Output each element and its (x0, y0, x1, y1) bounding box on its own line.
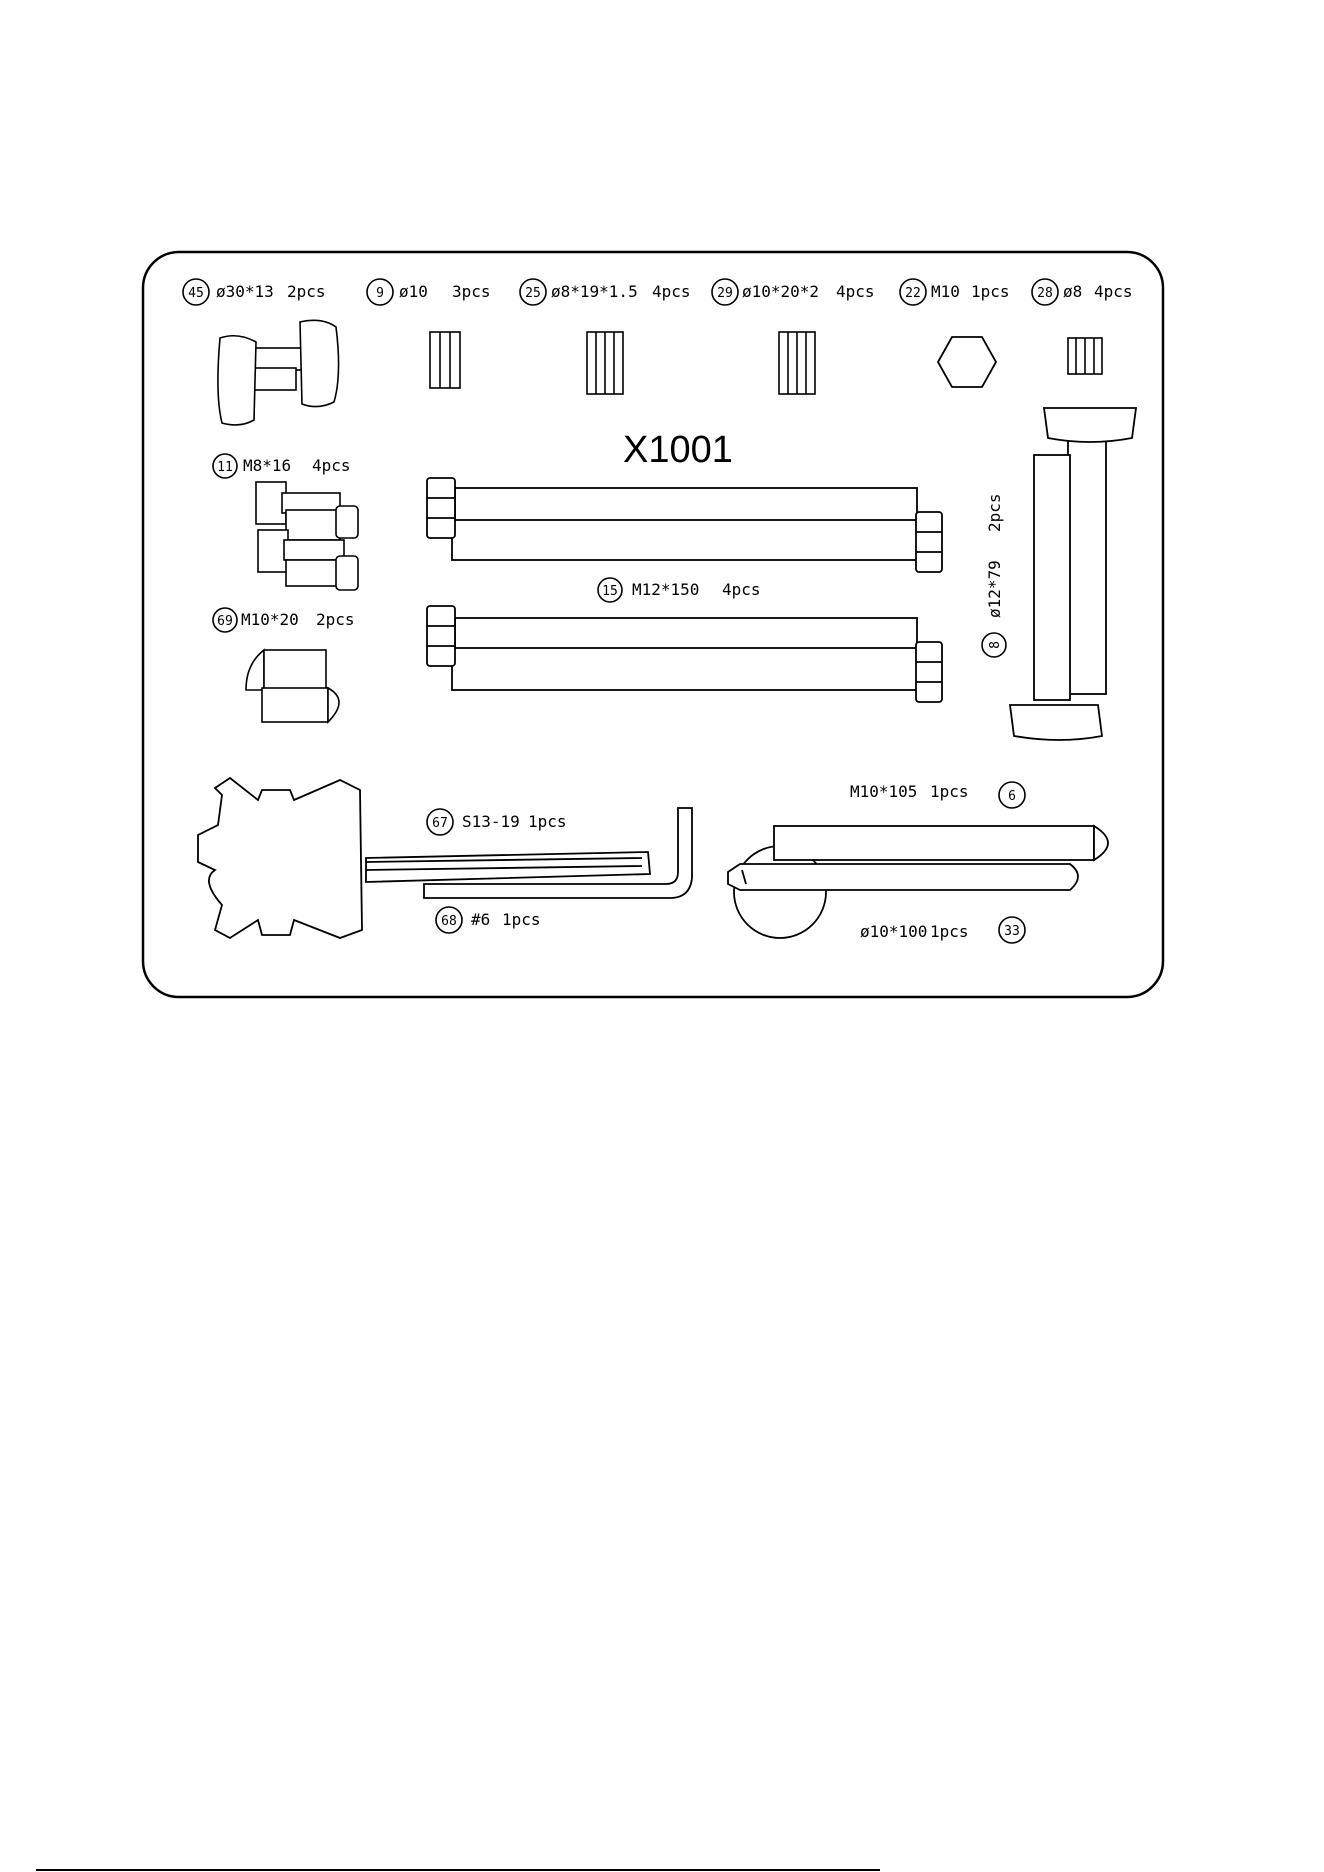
part-qty: 4pcs (836, 282, 875, 301)
part-28-drawing (1068, 338, 1102, 374)
part-qty: 4pcs (1094, 282, 1133, 301)
part-spec: #6 (471, 910, 490, 929)
part-spec: M10 (931, 282, 960, 301)
part-25-drawing (587, 332, 623, 394)
part-9-drawing (430, 332, 460, 388)
part-spec: M10*20 (241, 610, 299, 629)
part-qty: 2pcs (287, 282, 326, 301)
part-number: 45 (188, 286, 204, 301)
part-15b-drawing (427, 606, 942, 702)
part-spec: M8*16 (243, 456, 291, 475)
part-spec: ø8*19*1.5 (551, 282, 638, 301)
part-number: 22 (905, 286, 921, 301)
label-p67: 67 S13-19 1pcs (427, 809, 567, 835)
part-8-drawing (1010, 408, 1136, 740)
part-45-drawing (218, 320, 339, 425)
model-code: X1001 (623, 429, 733, 471)
part-number: 29 (717, 286, 733, 301)
part-number: 8 (988, 641, 1003, 649)
part-qty: 2pcs (985, 493, 1004, 532)
label-p6: M10*105 1pcs 6 (850, 782, 1025, 808)
part-number: 11 (217, 460, 233, 475)
part-number: 15 (602, 584, 618, 599)
part-number: 28 (1037, 286, 1053, 301)
label-p15: 15 M12*150 4pcs (598, 578, 761, 602)
part-qty: 2pcs (316, 610, 355, 629)
part-qty: 1pcs (930, 922, 969, 941)
label-p29: 29 ø10*20*2 4pcs (712, 279, 875, 305)
label-p25: 25 ø8*19*1.5 4pcs (520, 279, 691, 305)
label-p8: 8 ø12*79 2pcs (982, 493, 1006, 657)
part-qty: 1pcs (971, 282, 1010, 301)
part-29-drawing (779, 332, 815, 394)
part-spec: ø10 (399, 282, 428, 301)
part-qty: 4pcs (652, 282, 691, 301)
part-qty: 4pcs (312, 456, 351, 475)
part-67-drawing (198, 778, 650, 938)
label-p45: 45 ø30*13 2pcs (183, 279, 326, 305)
part-spec: ø8 (1063, 282, 1082, 301)
part-15-drawing (427, 478, 942, 572)
label-p69: 69 M10*20 2pcs (213, 608, 355, 632)
part-number: 6 (1008, 789, 1016, 804)
label-p9: 9 ø10 3pcs (367, 279, 491, 305)
part-number: 9 (376, 286, 384, 301)
part-spec: ø12*79 (985, 560, 1004, 618)
part-qty: 1pcs (528, 812, 567, 831)
part-number: 69 (217, 614, 233, 629)
label-p22: 22 M10 1pcs (900, 279, 1010, 305)
part-spec: ø30*13 (216, 282, 274, 301)
part-22-drawing (938, 337, 996, 387)
part-qty: 1pcs (502, 910, 541, 929)
label-p28: 28 ø8 4pcs (1032, 279, 1133, 305)
part-number: 67 (432, 816, 448, 831)
label-p68: 68 #6 1pcs (436, 907, 541, 933)
part-spec: M10*105 (850, 782, 917, 801)
part-number: 68 (441, 914, 457, 929)
part-spec: ø10*20*2 (742, 282, 819, 301)
part-qty: 3pcs (452, 282, 491, 301)
part-11-drawing (256, 482, 358, 590)
part-spec: S13-19 (462, 812, 520, 831)
part-qty: 1pcs (930, 782, 969, 801)
part-number: 25 (525, 286, 541, 301)
label-p11: 11 M8*16 4pcs (213, 454, 351, 478)
part-spec: M12*150 (632, 580, 699, 599)
part-69-drawing (246, 650, 339, 722)
label-p33: ø10*100 1pcs 33 (860, 917, 1025, 943)
part-spec: ø10*100 (860, 922, 927, 941)
part-number: 33 (1004, 924, 1020, 939)
part-qty: 4pcs (722, 580, 761, 599)
